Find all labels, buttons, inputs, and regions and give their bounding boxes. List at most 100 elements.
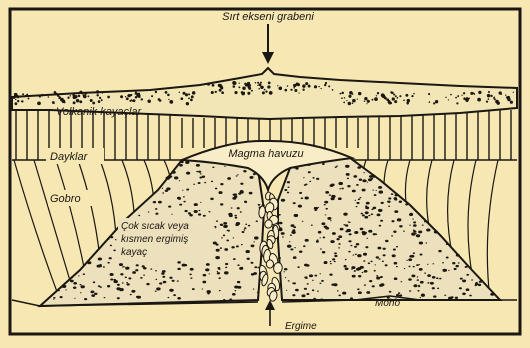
mound-speckle bbox=[478, 284, 481, 286]
mound-speckle bbox=[104, 297, 106, 298]
volcanic-speckle bbox=[407, 99, 410, 102]
mound-speckle bbox=[373, 233, 376, 235]
volcanic-speckle bbox=[433, 102, 435, 104]
mound-speckle bbox=[132, 271, 136, 274]
volcanic-speckle bbox=[277, 85, 278, 86]
mound-speckle bbox=[434, 231, 438, 234]
mound-speckle bbox=[318, 207, 320, 208]
mound-speckle bbox=[357, 288, 360, 290]
mound-speckle bbox=[432, 263, 434, 264]
mound-speckle bbox=[335, 166, 337, 167]
mound-speckle bbox=[281, 232, 285, 235]
mound-speckle bbox=[421, 294, 425, 297]
volcanic-speckle bbox=[478, 91, 481, 94]
mound-speckle bbox=[401, 281, 403, 282]
mound-speckle bbox=[218, 277, 220, 279]
volcanic-speckle bbox=[505, 95, 506, 96]
volcanic-speckle bbox=[180, 97, 183, 100]
mound-speckle bbox=[288, 280, 290, 281]
volcanic-speckle bbox=[247, 92, 250, 95]
mound-speckle bbox=[299, 192, 302, 194]
mound-speckle bbox=[94, 293, 98, 295]
mound-speckle bbox=[347, 178, 349, 180]
mound-speckle bbox=[379, 284, 383, 287]
mound-speckle bbox=[189, 274, 191, 276]
volcanic-speckle bbox=[135, 96, 138, 99]
mound-speckle bbox=[301, 294, 305, 297]
mound-speckle bbox=[398, 292, 400, 294]
volcanic-speckle bbox=[290, 89, 292, 91]
volcanic-speckle bbox=[314, 85, 317, 88]
mound-speckle bbox=[224, 271, 229, 274]
mound-speckle bbox=[362, 179, 366, 182]
mound-speckle bbox=[83, 273, 85, 275]
volcanic-speckle bbox=[278, 86, 282, 90]
volcanic-speckle bbox=[340, 93, 342, 95]
mound-speckle bbox=[291, 231, 295, 234]
mound-speckle bbox=[356, 206, 358, 207]
volcanic-speckle bbox=[155, 91, 157, 93]
mound-speckle bbox=[245, 224, 247, 225]
mound-speckle bbox=[330, 263, 332, 264]
mound-speckle bbox=[475, 285, 477, 287]
mound-speckle bbox=[236, 222, 240, 225]
mound-speckle bbox=[122, 282, 124, 283]
volcanic-speckle bbox=[463, 92, 465, 94]
mound-speckle bbox=[304, 288, 307, 290]
volcanic-speckle bbox=[192, 91, 196, 95]
mound-speckle bbox=[354, 200, 356, 201]
mound-speckle bbox=[292, 282, 294, 284]
volcanic-speckle bbox=[393, 93, 395, 95]
mound-speckle bbox=[100, 286, 102, 288]
mound-speckle bbox=[113, 250, 116, 252]
mound-speckle bbox=[385, 264, 388, 266]
mound-speckle bbox=[374, 270, 376, 272]
volcanic-speckle bbox=[37, 101, 41, 105]
mound-speckle bbox=[345, 267, 349, 270]
mound-speckle bbox=[332, 232, 336, 235]
mound-speckle bbox=[319, 237, 321, 238]
mound-speckle bbox=[308, 171, 311, 173]
gabbro-arc-left bbox=[34, 160, 74, 294]
volcanic-speckle bbox=[87, 95, 89, 97]
mound-speckle bbox=[235, 217, 238, 219]
mound-speckle bbox=[226, 239, 229, 241]
mound-speckle bbox=[354, 246, 357, 248]
mound-speckle bbox=[103, 266, 105, 267]
mound-speckle bbox=[399, 294, 402, 296]
melting-label: Ergime bbox=[285, 321, 317, 332]
melt-blob bbox=[266, 260, 274, 269]
mound-speckle bbox=[198, 213, 201, 215]
volcanic-speckle bbox=[468, 97, 470, 99]
mound-speckle bbox=[418, 230, 422, 233]
volcanic-speckle bbox=[39, 95, 41, 97]
volcanic-speckle bbox=[186, 102, 189, 105]
mound-speckle bbox=[475, 282, 477, 284]
volcanic-speckle bbox=[450, 94, 452, 96]
mound-speckle bbox=[202, 281, 206, 284]
volcanic-speckle bbox=[463, 97, 466, 100]
mound-speckle bbox=[193, 184, 195, 185]
mound-speckle bbox=[319, 283, 321, 284]
mound-speckle bbox=[361, 213, 364, 215]
mound-speckle bbox=[368, 178, 372, 181]
mound-speckle bbox=[408, 266, 410, 267]
mound-speckle bbox=[190, 277, 192, 279]
mound-speckle bbox=[241, 267, 243, 269]
mound-speckle bbox=[73, 286, 76, 288]
mound-speckle bbox=[194, 210, 198, 213]
volcanic-speckle bbox=[372, 99, 374, 101]
mound-speckle bbox=[394, 210, 398, 213]
mound-speckle bbox=[376, 190, 377, 191]
volcanic-speckle bbox=[298, 92, 299, 93]
mound-speckle bbox=[388, 197, 391, 199]
mound-speckle bbox=[169, 277, 172, 279]
volcanic-speckle bbox=[349, 91, 353, 95]
mound-speckle bbox=[217, 271, 219, 272]
volcanic-speckle bbox=[366, 103, 367, 104]
mound-speckle bbox=[353, 255, 355, 256]
mound-speckle bbox=[380, 220, 383, 222]
volcanic-speckle bbox=[352, 102, 354, 104]
mound-speckle bbox=[391, 220, 394, 222]
